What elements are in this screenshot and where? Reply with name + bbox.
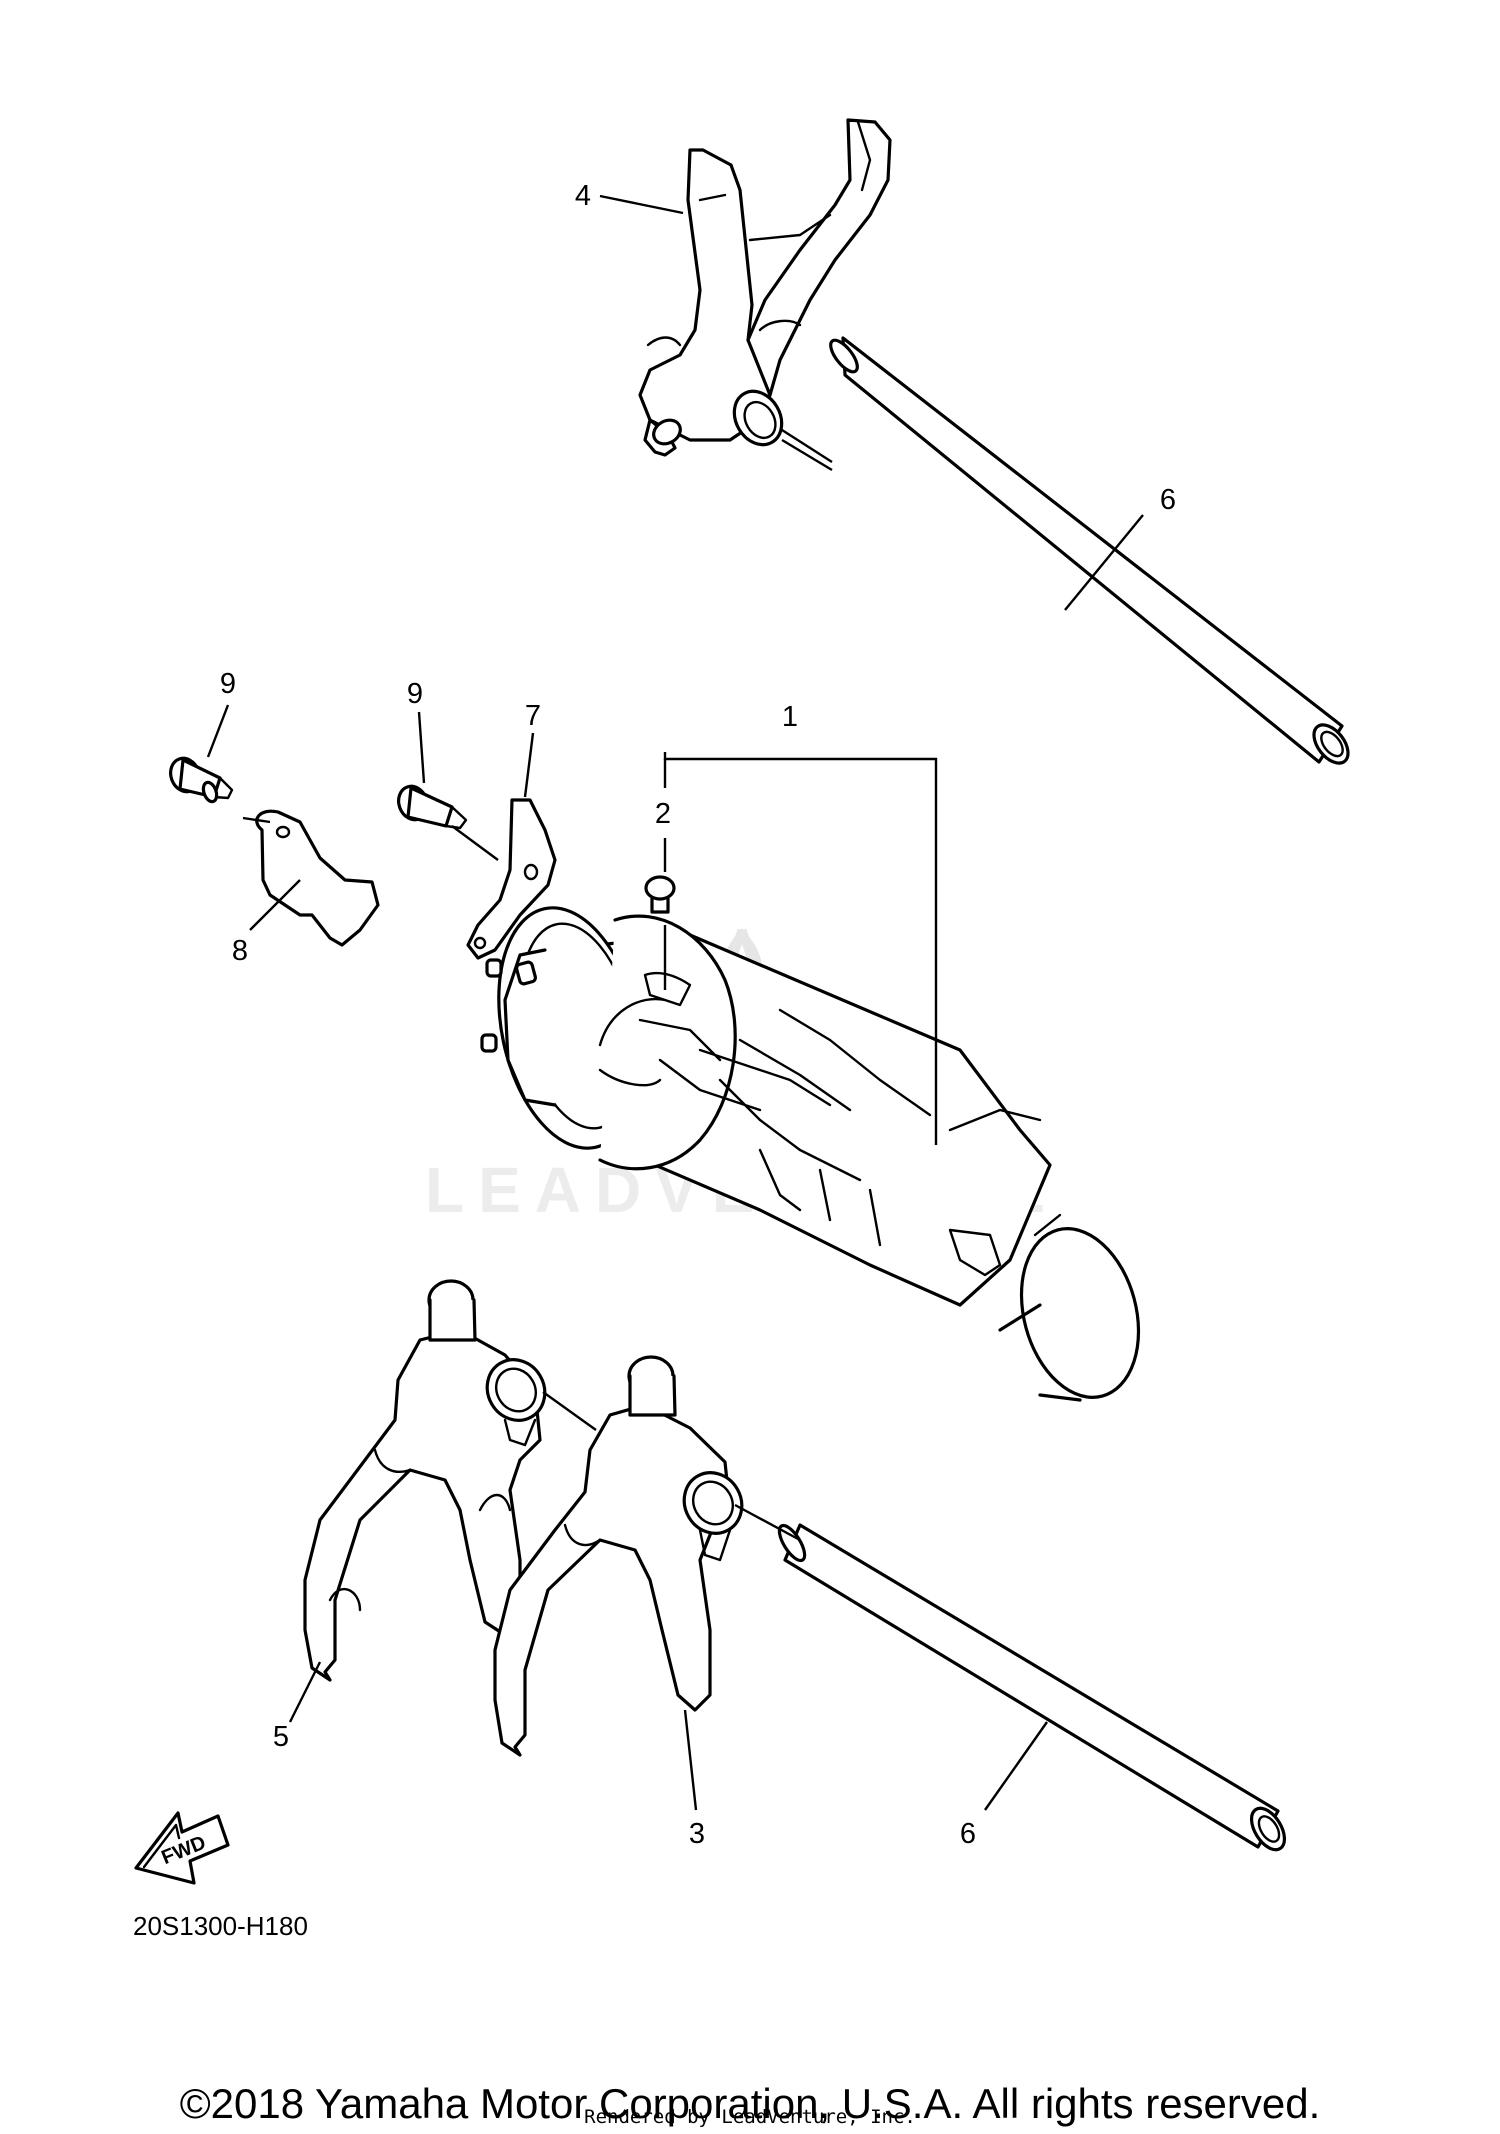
shift-fork-5 bbox=[303, 1279, 547, 1682]
bolt-right bbox=[397, 784, 468, 830]
callout-4: 4 bbox=[575, 180, 591, 212]
callout-6-top: 6 bbox=[1160, 484, 1176, 516]
copyright-notice: ©2018 Yamaha Motor Corporation, U.S.A. A… bbox=[179, 2080, 1321, 2127]
callout-2: 2 bbox=[655, 798, 671, 830]
callout-9-right: 9 bbox=[407, 678, 423, 710]
callout-3: 3 bbox=[689, 1818, 705, 1850]
shift-fork-shaft-top bbox=[781, 336, 1350, 765]
pin bbox=[644, 875, 676, 914]
callout-5: 5 bbox=[273, 1721, 289, 1753]
callout-8: 8 bbox=[232, 935, 248, 967]
fwd-arrow-icon: FWD bbox=[134, 1811, 230, 1885]
shift-fork-4 bbox=[638, 118, 892, 464]
plate-7 bbox=[466, 798, 557, 960]
shift-fork-shaft-bottom bbox=[777, 1523, 1287, 1852]
diagram-code: 20S1300-H180 bbox=[133, 1911, 308, 1941]
bolt-left bbox=[169, 756, 234, 804]
callout-6-bottom: 6 bbox=[960, 1818, 976, 1850]
rendered-by-credit: Rendered by LeadVenture, Inc. bbox=[584, 2106, 916, 2128]
callout-1: 1 bbox=[782, 701, 798, 733]
shift-drum bbox=[480, 906, 1141, 1402]
callout-9-left: 9 bbox=[220, 668, 236, 700]
callout-7: 7 bbox=[525, 700, 541, 732]
leader-lines bbox=[206, 194, 1144, 1811]
shift-fork-3 bbox=[493, 1355, 744, 1757]
plate-8 bbox=[255, 809, 380, 947]
